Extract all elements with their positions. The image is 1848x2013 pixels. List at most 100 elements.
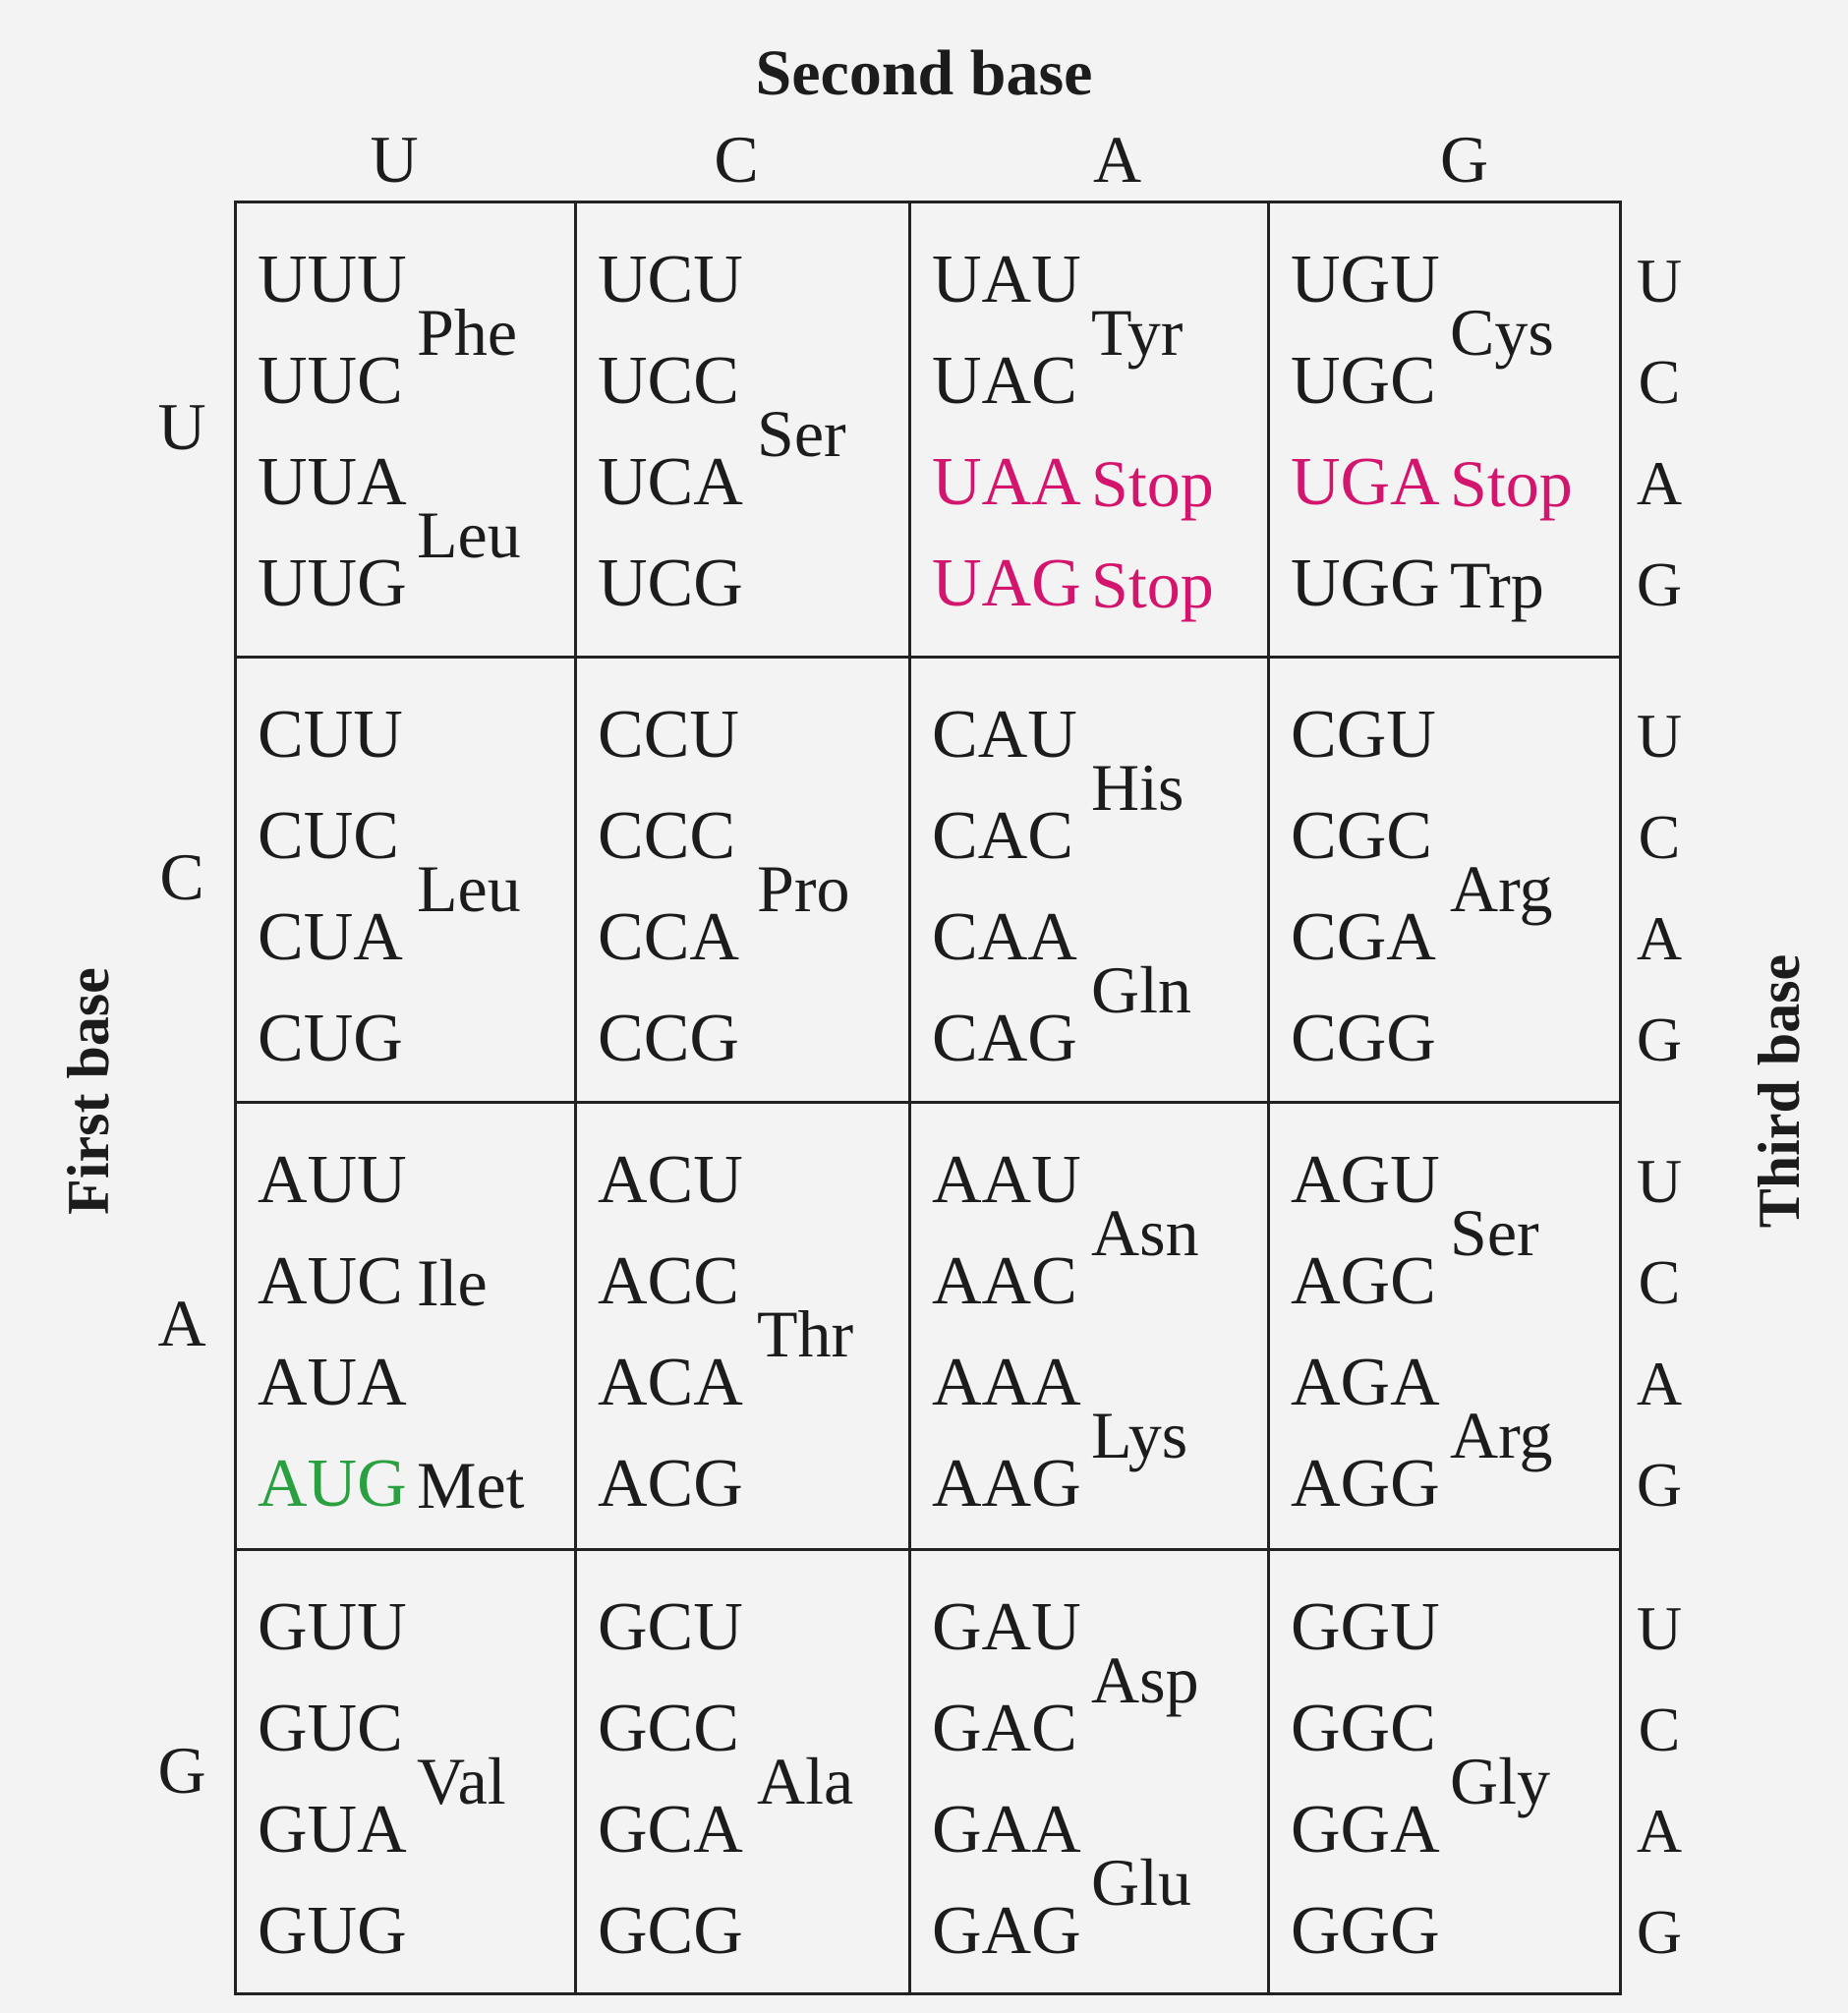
amino-acid-ala: Ala bbox=[757, 1743, 854, 1818]
codon-gau: GAU bbox=[932, 1589, 1081, 1665]
first-base-g: G bbox=[157, 1732, 206, 1808]
codon-uag: UAG bbox=[932, 546, 1081, 621]
codon-gaa: GAA bbox=[932, 1792, 1081, 1868]
third-base-u: U bbox=[1636, 246, 1683, 316]
third-base-g: G bbox=[1636, 1450, 1683, 1520]
codon-gag: GAG bbox=[932, 1893, 1081, 1969]
codon-cac: CAC bbox=[932, 798, 1073, 874]
amino-acid-tyr: Tyr bbox=[1091, 294, 1184, 370]
grid-vertical-divider bbox=[908, 203, 911, 1992]
codon-uua: UUA bbox=[258, 444, 407, 520]
codon-uac: UAC bbox=[932, 343, 1077, 419]
grid-horizontal-divider bbox=[237, 656, 1619, 659]
amino-acid-gly: Gly bbox=[1450, 1743, 1550, 1818]
codon-auu: AUU bbox=[258, 1142, 407, 1218]
amino-acid-leu: Leu bbox=[417, 496, 521, 572]
amino-acid-phe: Phe bbox=[417, 294, 517, 370]
codon-cua: CUA bbox=[258, 899, 403, 975]
second-base-c: C bbox=[714, 122, 759, 197]
codon-gga: GGA bbox=[1291, 1792, 1440, 1868]
codon-uau: UAU bbox=[932, 242, 1081, 317]
codon-acu: ACU bbox=[598, 1142, 743, 1218]
codon-ugc: UGC bbox=[1291, 343, 1436, 419]
amino-acid-his: His bbox=[1091, 749, 1184, 825]
first-base-a: A bbox=[157, 1285, 206, 1360]
third-base-u: U bbox=[1636, 1593, 1683, 1663]
amino-acid-asp: Asp bbox=[1091, 1641, 1199, 1717]
amino-acid-stop: Stop bbox=[1091, 446, 1214, 521]
second-base-g: G bbox=[1439, 122, 1489, 197]
amino-acid-met: Met bbox=[417, 1448, 525, 1523]
amino-acid-val: Val bbox=[417, 1743, 506, 1818]
codon-uga: UGA bbox=[1291, 444, 1440, 520]
grid-vertical-divider bbox=[1267, 203, 1270, 1992]
codon-ccu: CCU bbox=[598, 697, 739, 773]
codon-agg: AGG bbox=[1291, 1446, 1440, 1522]
codon-acc: ACC bbox=[598, 1243, 739, 1319]
codon-caa: CAA bbox=[932, 899, 1077, 975]
codon-gcu: GCU bbox=[598, 1589, 743, 1665]
amino-acid-stop: Stop bbox=[1450, 446, 1573, 521]
amino-acid-ile: Ile bbox=[417, 1245, 488, 1320]
second-base-u: U bbox=[370, 122, 419, 197]
codon-cag: CAG bbox=[932, 1001, 1077, 1076]
codon-cgc: CGC bbox=[1291, 798, 1432, 874]
codon-ugg: UGG bbox=[1291, 546, 1440, 621]
amino-acid-trp: Trp bbox=[1450, 547, 1544, 622]
amino-acid-stop: Stop bbox=[1091, 547, 1214, 622]
codon-cga: CGA bbox=[1291, 899, 1436, 975]
codon-aau: AAU bbox=[932, 1142, 1081, 1218]
codon-agc: AGC bbox=[1291, 1243, 1436, 1319]
codon-guc: GUC bbox=[258, 1691, 403, 1766]
amino-acid-gln: Gln bbox=[1091, 951, 1191, 1027]
third-base-g: G bbox=[1636, 549, 1683, 619]
amino-acid-pro: Pro bbox=[757, 850, 850, 926]
codon-cuu: CUU bbox=[258, 697, 403, 773]
codon-auc: AUC bbox=[258, 1243, 403, 1319]
amino-acid-arg: Arg bbox=[1450, 1397, 1553, 1472]
amino-acid-cys: Cys bbox=[1450, 294, 1554, 370]
third-base-a: A bbox=[1636, 448, 1683, 518]
codon-ucc: UCC bbox=[598, 343, 739, 419]
codon-ucg: UCG bbox=[598, 546, 743, 621]
third-base-c: C bbox=[1638, 1695, 1681, 1764]
amino-acid-thr: Thr bbox=[757, 1295, 854, 1371]
amino-acid-glu: Glu bbox=[1091, 1844, 1191, 1920]
third-base-a: A bbox=[1636, 1796, 1683, 1866]
codon-uuu: UUU bbox=[258, 242, 407, 317]
codon-gua: GUA bbox=[258, 1792, 407, 1868]
codon-ggc: GGC bbox=[1291, 1691, 1436, 1766]
codon-gug: GUG bbox=[258, 1893, 407, 1969]
third-base-u: U bbox=[1636, 701, 1683, 771]
codon-ggg: GGG bbox=[1291, 1893, 1440, 1969]
second-base-a: A bbox=[1092, 122, 1142, 197]
codon-aga: AGA bbox=[1291, 1345, 1440, 1420]
codon-ggu: GGU bbox=[1291, 1589, 1440, 1665]
codon-cgg: CGG bbox=[1291, 1001, 1436, 1076]
codon-uuc: UUC bbox=[258, 343, 403, 419]
grid-horizontal-divider bbox=[237, 1101, 1619, 1104]
codon-cca: CCA bbox=[598, 899, 739, 975]
amino-acid-lys: Lys bbox=[1091, 1397, 1188, 1472]
codon-uug: UUG bbox=[258, 546, 407, 621]
codon-cuc: CUC bbox=[258, 798, 399, 874]
codon-gcc: GCC bbox=[598, 1691, 739, 1766]
codon-table bbox=[234, 201, 1622, 1995]
codon-uca: UCA bbox=[598, 444, 743, 520]
third-base-c: C bbox=[1638, 802, 1681, 872]
codon-ugu: UGU bbox=[1291, 242, 1440, 317]
third-base-c: C bbox=[1638, 347, 1681, 417]
codon-acg: ACG bbox=[598, 1446, 743, 1522]
third-base-u: U bbox=[1636, 1146, 1683, 1216]
first-base-u: U bbox=[157, 388, 206, 464]
codon-cug: CUG bbox=[258, 1001, 403, 1076]
first-base-label: First base bbox=[56, 967, 121, 1215]
amino-acid-leu: Leu bbox=[417, 850, 521, 926]
codon-ccc: CCC bbox=[598, 798, 736, 874]
codon-agu: AGU bbox=[1291, 1142, 1440, 1218]
third-base-c: C bbox=[1638, 1247, 1681, 1317]
codon-cgu: CGU bbox=[1291, 697, 1436, 773]
amino-acid-ser: Ser bbox=[757, 395, 846, 471]
third-base-g: G bbox=[1636, 1005, 1683, 1074]
codon-aca: ACA bbox=[598, 1345, 743, 1420]
